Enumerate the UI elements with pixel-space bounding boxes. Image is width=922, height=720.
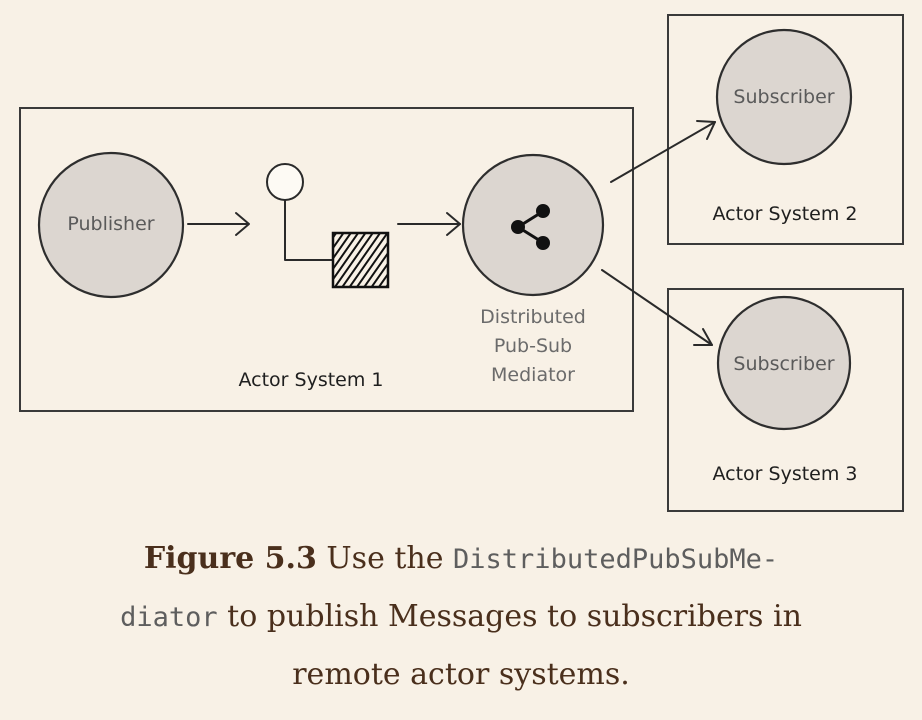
caption-line-3: remote actor systems. bbox=[30, 646, 892, 703]
share-icon bbox=[511, 204, 550, 250]
mediator-label-line-3: Mediator bbox=[491, 364, 575, 386]
pubsub-diagram: Publisher Distributed Pub-Sub Mediator A… bbox=[19, 14, 904, 512]
arrow-message-to-mediator bbox=[397, 212, 461, 236]
figure-caption: Figure 5.3 Use the DistributedPubSubMe- … bbox=[30, 530, 892, 703]
arrow-mediator-to-subscriber-2 bbox=[601, 269, 713, 346]
mediator-label-line-1: Distributed bbox=[480, 306, 586, 328]
arrow-publisher-to-message bbox=[187, 212, 250, 236]
arrow-mediator-to-subscriber-1 bbox=[610, 120, 716, 183]
caption-code-1: DistributedPubSubMe- bbox=[453, 544, 779, 575]
actor-system-2-label: Actor System 2 bbox=[712, 203, 857, 225]
actor-system-3-label: Actor System 3 bbox=[712, 463, 857, 485]
caption-line-2: diator to publish Messages to subscriber… bbox=[30, 588, 892, 646]
actor-system-1-box bbox=[19, 107, 634, 412]
actor-system-3-box bbox=[667, 288, 904, 512]
publisher-label: Publisher bbox=[67, 213, 154, 235]
subscriber-node-1 bbox=[715, 28, 853, 166]
caption-text-2: to publish Messages to subscribers in bbox=[217, 599, 802, 634]
subscriber-label-2: Subscriber bbox=[733, 353, 834, 375]
caption-line-1: Figure 5.3 Use the DistributedPubSubMe- bbox=[30, 530, 892, 588]
figure-number: Figure 5.3 bbox=[143, 541, 317, 576]
actor-system-2-box bbox=[667, 14, 904, 245]
mediator-node bbox=[461, 153, 605, 297]
publisher-node bbox=[37, 151, 185, 299]
subscriber-node-2 bbox=[716, 295, 852, 431]
caption-text-1: Use the bbox=[316, 541, 454, 576]
subscriber-label-1: Subscriber bbox=[733, 86, 834, 108]
mediator-label-line-2: Pub-Sub bbox=[494, 335, 572, 357]
message-icon bbox=[266, 163, 390, 289]
caption-text-3: remote actor systems. bbox=[292, 657, 630, 692]
actor-system-1-label: Actor System 1 bbox=[238, 369, 383, 391]
caption-code-2: diator bbox=[120, 602, 218, 633]
